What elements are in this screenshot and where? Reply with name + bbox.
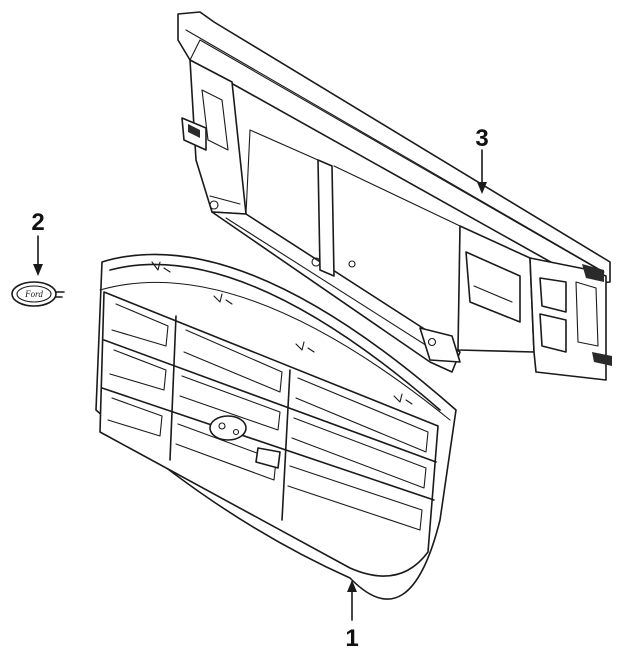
emblem-text: Ford — [24, 289, 43, 299]
callout-label-3: 3 — [475, 125, 488, 152]
callout-label-2: 2 — [31, 209, 44, 236]
callout-label-1: 1 — [345, 625, 358, 652]
emblem-part-2: Ford — [11, 281, 65, 307]
callout-arrows — [33, 149, 487, 621]
grille-part-1 — [95, 253, 457, 600]
radiator-support-part-3 — [177, 11, 612, 381]
